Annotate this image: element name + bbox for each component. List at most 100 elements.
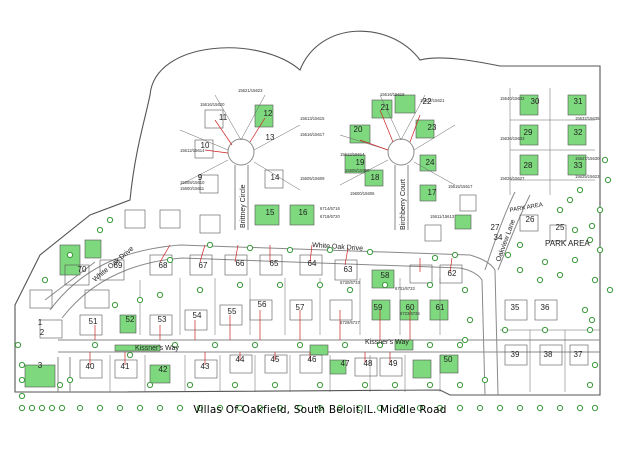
tree-icon [571, 256, 579, 264]
tree-icon [316, 281, 324, 289]
tree-icon [336, 404, 344, 412]
lot-number: 45 [271, 355, 280, 364]
tree-icon [136, 296, 144, 304]
lot-number: 41 [121, 362, 130, 371]
address-label: 15613/15615 [300, 116, 325, 121]
lot-number: 17 [428, 188, 437, 197]
lot-lines [109, 88, 600, 392]
tree-icon [381, 281, 389, 289]
tree-icon [246, 244, 254, 252]
tree-icon [516, 266, 524, 274]
address-label: 6714/6716 [320, 206, 340, 211]
tree-icon [326, 246, 334, 254]
tree-icon [416, 404, 424, 412]
tree-icon [366, 248, 374, 256]
address-label: 15627/15630 [575, 156, 600, 161]
tree-icon [316, 404, 324, 412]
tree-icon [461, 336, 469, 344]
property-boundary [14, 30, 601, 396]
street-white-oak-drive: White Oak Drive [312, 242, 363, 253]
tree-icon [604, 176, 612, 184]
lot-number: 16 [299, 208, 308, 217]
address-label: 6729/6727 [340, 320, 360, 325]
tree-icon [496, 404, 504, 412]
tree-icon [66, 251, 74, 259]
tree-icon [346, 286, 354, 294]
lot-number: 25 [556, 223, 565, 232]
tree-icon [286, 246, 294, 254]
lot-number: 2 [40, 328, 45, 337]
lot-number: 22 [423, 97, 432, 106]
tree-icon [48, 404, 56, 412]
lot-number: 67 [199, 261, 208, 270]
tree-icon [426, 381, 434, 389]
tree-icon [376, 341, 384, 349]
tree-icon [171, 341, 179, 349]
tree-icon [14, 341, 22, 349]
lot-number: 19 [356, 158, 365, 167]
tree-icon [296, 404, 304, 412]
lot-number: 14 [271, 173, 280, 182]
lot-number: 61 [436, 303, 445, 312]
lot-number: 13 [266, 133, 275, 142]
tree-icon [576, 404, 584, 412]
lot-number: 58 [381, 271, 390, 280]
tree-icon [18, 404, 26, 412]
tree-icon [556, 404, 564, 412]
tree-icon [516, 241, 524, 249]
lot-number: 68 [159, 261, 168, 270]
tree-icon [481, 376, 489, 384]
lot-number: 9 [198, 173, 203, 182]
lot-number: 31 [574, 97, 583, 106]
tree-icon [41, 276, 49, 284]
tree-icon [18, 392, 26, 400]
address-label: 15632/15635 [575, 116, 600, 121]
tree-icon [146, 381, 154, 389]
address-label: 15625/15623 [575, 174, 600, 179]
lot-number: 27 [491, 223, 500, 232]
tree-icon [576, 186, 584, 194]
address-label: 15615/15617 [448, 184, 473, 189]
tree-icon [28, 404, 36, 412]
tree-icon [186, 381, 194, 389]
lot-number: 42 [159, 365, 168, 374]
address-label: 15608/15610 [180, 180, 205, 185]
lot-number: 50 [444, 355, 453, 364]
tree-icon [256, 404, 264, 412]
street-kissners-way: Kissner's Way [365, 339, 409, 346]
tree-icon [156, 291, 164, 299]
tree-icon [206, 241, 214, 249]
tree-icon [541, 326, 549, 334]
tree-icon [586, 381, 594, 389]
lot-number: 35 [511, 303, 520, 312]
address-label: 15636/15633 [500, 136, 525, 141]
lot-number: 70 [78, 265, 87, 274]
lot-number: 20 [354, 125, 363, 134]
tree-icon [586, 326, 594, 334]
tree-icon [341, 341, 349, 349]
tree-icon [536, 404, 544, 412]
tree-icon [606, 286, 614, 294]
tree-icon [501, 326, 509, 334]
tree-icon [58, 404, 66, 412]
tree-icon [591, 276, 599, 284]
tree-icon [376, 404, 384, 412]
lot-number: 26 [526, 215, 535, 224]
lot-number: 12 [264, 109, 273, 118]
tree-icon [296, 341, 304, 349]
address-label: 15612/15614 [340, 152, 365, 157]
lot-number: 56 [258, 300, 267, 309]
lot-number: 44 [236, 355, 245, 364]
lot-number: 15 [266, 208, 275, 217]
tree-icon [106, 216, 114, 224]
lot-number: 28 [524, 161, 533, 170]
lot-number: 40 [86, 362, 95, 371]
lot-number: 11 [219, 113, 228, 122]
tree-icon [586, 236, 594, 244]
tree-icon [18, 376, 26, 384]
tree-icon [236, 281, 244, 289]
lot-number: 38 [544, 350, 553, 359]
address-label: 15600/15606 [350, 191, 375, 196]
lot-number: 21 [381, 103, 390, 112]
